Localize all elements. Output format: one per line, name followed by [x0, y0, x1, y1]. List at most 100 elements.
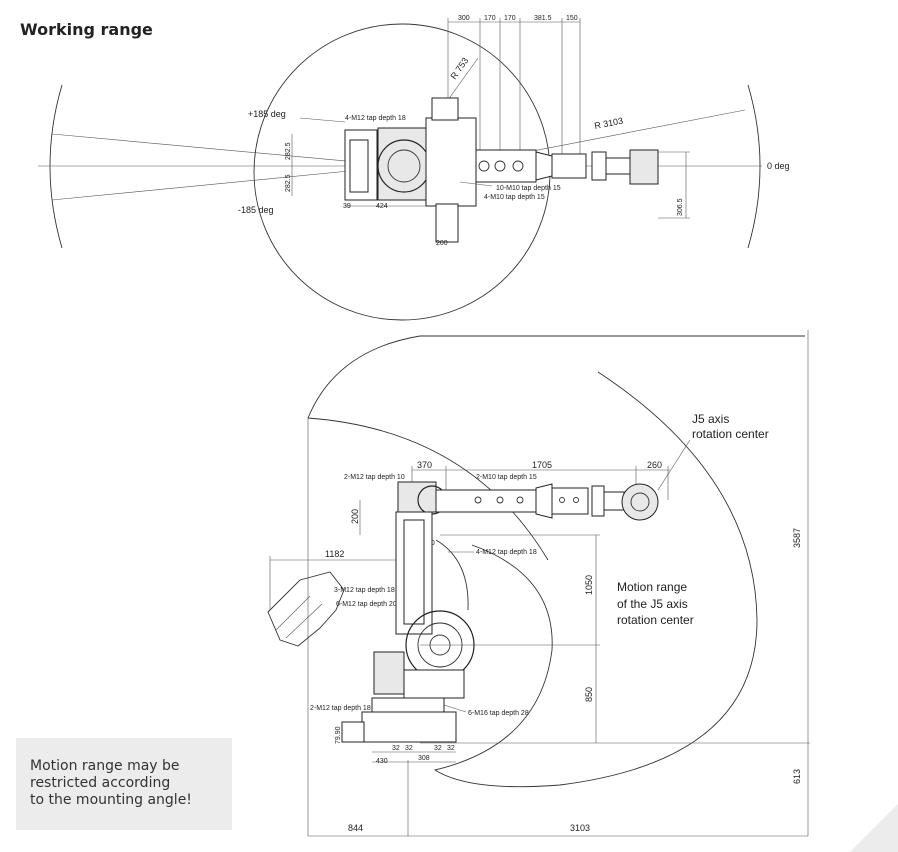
motion-label-line1: Motion range: [617, 580, 687, 594]
ray-neg: [51, 165, 401, 201]
note-line-1: Motion range may be: [30, 758, 180, 774]
tap-side-3: 4-M12 tap depth 18: [476, 549, 537, 556]
counterweight-arc: [435, 539, 469, 611]
envelope-outer: [433, 371, 758, 788]
forearm-tube: [551, 487, 589, 515]
note-text: Motion range may be restricted according…: [30, 758, 226, 809]
dim-32a: 32: [392, 745, 400, 752]
wrist-flange: [629, 149, 659, 185]
r753-label: R 753: [448, 56, 470, 81]
j2-joint-mid: [417, 622, 463, 668]
j2-joint-hub: [429, 634, 451, 656]
bolt: [494, 160, 506, 172]
arm-taper: [535, 483, 553, 519]
dim-260: 260: [647, 460, 662, 470]
bolt: [512, 160, 524, 172]
wrist-link: [603, 491, 625, 511]
base-lower: [361, 711, 457, 743]
angle-pos-label: +185 deg: [248, 109, 286, 119]
bolt: [516, 496, 524, 504]
note-line-3: to the mounting angle!: [30, 792, 192, 808]
turret: [403, 669, 465, 699]
tap-top-3: 4-M10 tap depth 15: [484, 194, 545, 201]
dim-170b: 170: [504, 15, 516, 22]
tap-top-1: 4-M12 tap depth 18: [345, 115, 406, 122]
tap-top-2: 10-M10 tap depth 15: [496, 185, 561, 192]
dim-1050: 1050: [584, 575, 594, 595]
tap-leader: [459, 181, 493, 187]
base-connector: [341, 721, 365, 743]
bolt: [496, 496, 504, 504]
page-title: Working range: [20, 20, 153, 39]
dim-282a: 282.5: [285, 142, 292, 160]
dim-32b: 32: [405, 745, 413, 752]
corner-decoration: [850, 804, 898, 852]
tap-side-4: 3-M12 tap depth 18: [334, 587, 395, 594]
envelope-inner-arc: [307, 417, 549, 561]
leader-pos: [299, 117, 346, 123]
base-upper: [371, 697, 445, 713]
angle-neg-label: -185 deg: [238, 205, 274, 215]
arm-body: [425, 117, 477, 207]
motor-top: [431, 97, 459, 121]
motion-label-line3: rotation center: [617, 613, 694, 627]
dim-3103: 3103: [570, 823, 590, 833]
ray-pos: [51, 133, 401, 167]
dim-850: 850: [584, 687, 594, 702]
dim-32d: 32: [447, 745, 455, 752]
forearm-taper: [535, 151, 553, 181]
dim-381: 381.5: [534, 15, 552, 22]
tap-side-2: 2-M10 tap depth 15: [476, 474, 537, 481]
back-tool-outline: [267, 571, 345, 647]
tap-side-1: 2-M12 tap depth 10: [344, 474, 405, 481]
bolt: [478, 160, 490, 172]
j1-motor: [373, 651, 405, 695]
dim-844: 844: [348, 823, 363, 833]
reach-arc-left: [49, 84, 63, 249]
note-box: Motion range may be restricted according…: [16, 738, 232, 830]
reach-arc-right: [747, 84, 761, 249]
dim-613: 613: [792, 769, 802, 784]
wrist-tube: [551, 153, 587, 179]
forearm: [475, 149, 537, 183]
j5-wrist: [621, 483, 659, 521]
r753-leader: [447, 57, 479, 101]
j5-wrist-inner: [630, 492, 650, 512]
dim-39: 39: [343, 203, 351, 210]
angle-zero-label: 0 deg: [767, 161, 790, 171]
back-tool-detail: [275, 595, 323, 639]
dim-170a: 170: [484, 15, 496, 22]
tap-side-6: 2-M12 tap depth 18: [310, 705, 371, 712]
dim-79: 79.90: [335, 726, 342, 744]
r3103-label: R 3103: [593, 116, 623, 131]
motor-bottom: [435, 203, 459, 243]
dim-200-top: 200: [436, 240, 448, 247]
dim-306: 306.5: [677, 198, 684, 216]
lower-arm-inner: [403, 519, 425, 625]
tap-leader: [443, 704, 467, 713]
base-inner: [349, 139, 369, 193]
dim-424: 424: [376, 203, 388, 210]
bolt: [559, 497, 565, 503]
wrist-ring: [591, 151, 607, 181]
dim-300: 300: [458, 15, 470, 22]
dim-282b: 282.5: [285, 174, 292, 192]
dim-308: 308: [418, 755, 430, 762]
dim-1182: 1182: [325, 549, 344, 559]
j2-disc-inner: [387, 149, 421, 183]
motion-label-line2: of the J5 axis: [617, 597, 688, 611]
note-line-2: restricted according: [30, 775, 171, 791]
j5-label-line1: J5 axis: [692, 412, 729, 426]
j5-leader: [657, 439, 691, 491]
dim-430: 430: [376, 758, 388, 765]
wrist-link: [605, 157, 631, 175]
side-view: 3587 613 1050 850 844 3103 370 1705 260 …: [267, 330, 810, 837]
dim-150: 150: [566, 15, 578, 22]
tap-side-5: 6-M12 tap depth 20: [336, 601, 397, 608]
dim-3587: 3587: [792, 528, 802, 548]
dim-32c: 32: [434, 745, 442, 752]
envelope-top: [307, 335, 805, 419]
bolt: [474, 496, 482, 504]
